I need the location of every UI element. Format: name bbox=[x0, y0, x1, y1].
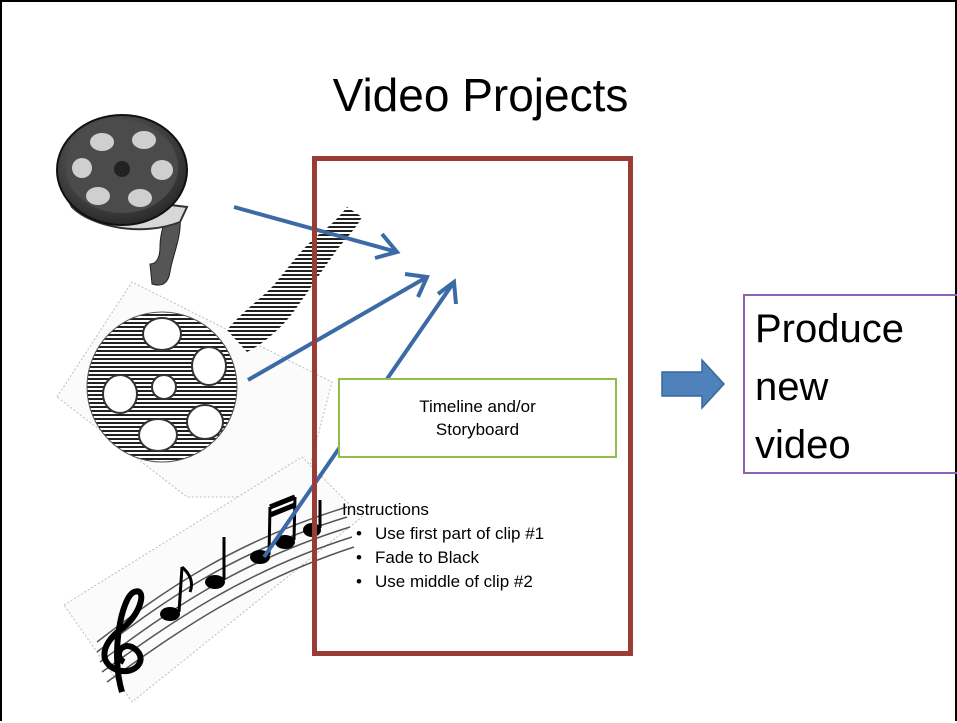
instructions-list: Use first part of clip #1 Fade to Black … bbox=[342, 522, 544, 594]
output-line: Produce bbox=[755, 307, 904, 351]
timeline-storyboard-box: Timeline and/or Storyboard bbox=[338, 378, 617, 458]
instruction-item: Fade to Black bbox=[342, 546, 544, 570]
block-arrow-right-icon bbox=[661, 358, 726, 410]
instruction-item: Use middle of clip #2 bbox=[342, 570, 544, 594]
arrow-clip2-to-timeline bbox=[247, 272, 430, 382]
output-line: new bbox=[755, 365, 829, 409]
instructions: Instructions Use first part of clip #1 F… bbox=[342, 498, 544, 594]
instruction-item: Use first part of clip #1 bbox=[342, 522, 544, 546]
timeline-label-line1: Timeline and/or bbox=[419, 397, 536, 416]
slide-title: Video Projects bbox=[332, 69, 629, 121]
instructions-heading: Instructions bbox=[342, 500, 429, 519]
output-box: Produce new video bbox=[743, 294, 957, 474]
timeline-label-line2: Storyboard bbox=[435, 420, 520, 439]
output-line: video bbox=[755, 423, 851, 467]
music-notes-icon bbox=[63, 456, 363, 703]
project-box bbox=[312, 156, 633, 656]
striped-film-reel-icon bbox=[56, 207, 362, 498]
film-reel-icon bbox=[56, 114, 189, 286]
